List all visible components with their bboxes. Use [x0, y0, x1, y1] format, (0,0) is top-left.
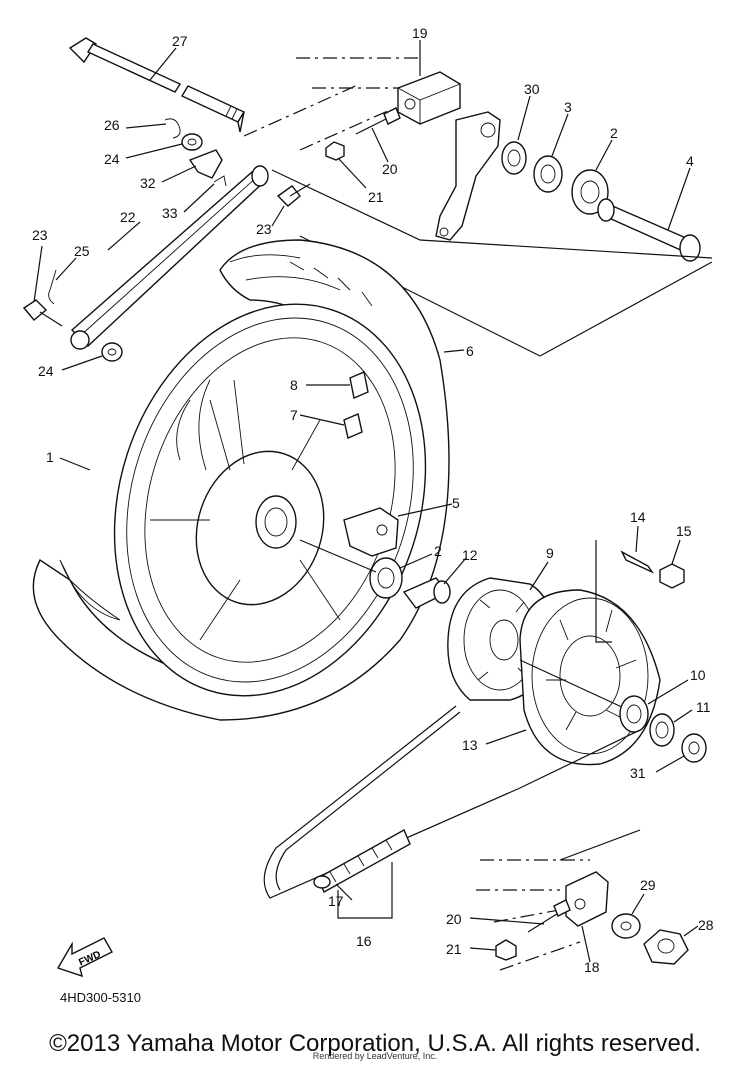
forward-arrow-icon: FWD	[56, 937, 113, 978]
callout-1: 1	[46, 449, 54, 465]
chain-joint-17	[313, 875, 331, 889]
rendered-by-note: Rendered by LeadVenture, Inc.	[312, 1051, 438, 1061]
washer-29	[611, 913, 641, 939]
pin-25	[48, 269, 57, 305]
callout-23-left: 23	[32, 227, 48, 243]
callout-20-upper: 20	[382, 161, 398, 177]
callout-5: 5	[452, 495, 460, 511]
callout-20-lower: 20	[446, 911, 462, 927]
callout-30: 30	[524, 81, 540, 97]
chain-adjuster-18	[565, 871, 609, 927]
callout-24-lower: 24	[38, 363, 54, 379]
callout-10: 10	[690, 667, 706, 683]
callout-18: 18	[584, 959, 600, 975]
collar-12	[402, 577, 451, 609]
wheel-hub	[150, 379, 341, 641]
bolt-23-right	[276, 183, 311, 207]
callout-14: 14	[630, 509, 646, 525]
callout-25: 25	[74, 243, 90, 259]
damper-5	[343, 507, 399, 557]
valve-cap-7	[343, 413, 363, 439]
callout-26: 26	[104, 117, 120, 133]
callout-2-lower: 2	[434, 543, 442, 559]
callout-11: 11	[696, 699, 711, 715]
callout-19: 19	[412, 25, 428, 41]
callout-33: 33	[162, 205, 178, 221]
callout-28: 28	[698, 917, 714, 933]
nut-24-upper	[181, 133, 203, 151]
bearing-2-lower	[369, 557, 403, 599]
callout-4: 4	[686, 153, 694, 169]
callout-7: 7	[290, 407, 298, 423]
callout-16: 16	[356, 933, 372, 949]
callout-29: 29	[640, 877, 656, 893]
collar-30	[501, 141, 527, 175]
nut-21-lower	[495, 939, 517, 961]
callout-27: 27	[172, 33, 188, 49]
callout-17: 17	[328, 893, 344, 909]
callout-9: 9	[546, 545, 554, 561]
spacer-4	[597, 198, 701, 262]
bracket-32	[188, 149, 223, 179]
diagram-code: 4HD300-5310	[60, 990, 141, 1005]
copyright-notice: ©2013 Yamaha Motor Corporation, U.S.A. A…	[49, 1030, 701, 1057]
callout-22: 22	[120, 209, 136, 225]
callout-21-lower: 21	[446, 941, 462, 957]
bearing-2-upper	[571, 169, 609, 215]
chain-adjuster-19	[397, 71, 461, 125]
callout-31: 31	[630, 765, 646, 781]
callout-2-upper: 2	[610, 125, 618, 141]
callout-13: 13	[462, 737, 478, 753]
nut-21-upper	[325, 141, 345, 161]
adjusting-bolt-20-upper	[355, 107, 401, 135]
leader-lines	[33, 40, 699, 963]
bearing-10	[619, 695, 649, 733]
callout-12: 12	[462, 547, 478, 563]
bolt-23-left	[22, 299, 63, 327]
callout-21-upper: 21	[368, 189, 384, 205]
oil-seal-3	[533, 155, 563, 193]
callout-6: 6	[466, 343, 474, 359]
callout-labels: 27 26 24 32 33 22 23 23 25 24 19 20 21 3…	[32, 25, 714, 975]
axle-part	[68, 37, 246, 133]
stud-14	[620, 550, 654, 574]
sprocket-13	[519, 589, 661, 766]
callout-8: 8	[290, 377, 298, 393]
callout-3: 3	[564, 99, 572, 115]
tension-bar-22	[70, 165, 269, 350]
callout-15: 15	[676, 523, 692, 539]
callout-23-right: 23	[256, 221, 272, 237]
callout-32: 32	[140, 175, 156, 191]
nut-24-lower	[101, 342, 123, 362]
valve-stem-8	[349, 371, 369, 399]
callout-24-upper: 24	[104, 151, 120, 167]
cotter-pin-26	[164, 118, 181, 139]
axle-nut-28	[643, 929, 689, 965]
adjusting-bolt-20-lower	[527, 899, 571, 933]
brake-bracket	[435, 111, 501, 241]
oil-seal-11	[649, 713, 675, 747]
collar-31	[681, 733, 707, 763]
nut-15	[659, 563, 685, 589]
clip-33	[213, 175, 227, 187]
